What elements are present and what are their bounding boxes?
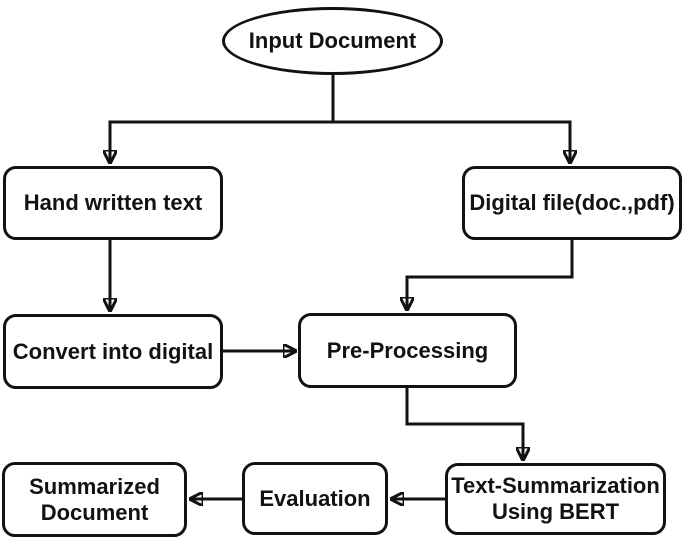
edge-preprocessing-to-textsummarization: [405, 388, 523, 459]
node-summarized-document-label-line1: Summarized: [29, 473, 160, 499]
node-pre-processing: Pre-Processing: [298, 313, 517, 388]
node-evaluation-label: Evaluation: [259, 485, 371, 511]
edge-digitalfile-to-preprocessing: [407, 239, 574, 309]
edge-input-branch-to-handwritten-and-digital: [110, 120, 570, 162]
node-evaluation: Evaluation: [242, 462, 388, 535]
node-digital-file-label: Digital file(doc.,pdf): [469, 190, 675, 215]
node-pre-processing-label: Pre-Processing: [326, 337, 489, 363]
node-input-document-label: Input Document: [248, 28, 417, 53]
node-text-summarization-label-line1: Text-Summarization: [451, 473, 660, 498]
node-input-document: Input Document: [222, 7, 443, 75]
node-text-summarization: Text-Summarization Using BERT: [445, 463, 666, 535]
node-summarized-document-label-line2: Document: [40, 499, 149, 525]
node-digital-file: Digital file(doc.,pdf): [462, 166, 682, 240]
node-convert-into-digital-label: Convert into digital: [12, 338, 214, 364]
node-hand-written-text: Hand written text: [3, 166, 223, 240]
node-convert-into-digital: Convert into digital: [3, 314, 223, 389]
node-text-summarization-label-line2: Using BERT: [491, 499, 620, 524]
node-hand-written-text-label: Hand written text: [23, 190, 203, 215]
node-summarized-document: Summarized Document: [2, 462, 187, 537]
